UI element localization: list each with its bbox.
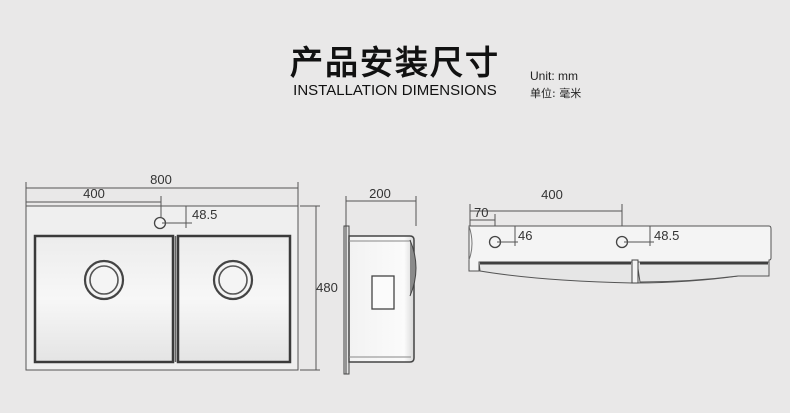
dim-overall-width: 800	[150, 172, 172, 187]
page-title: 产品安装尺寸	[290, 43, 500, 82]
dim-left-hole-drop: 46	[518, 228, 532, 243]
dim-depth: 480	[316, 280, 338, 295]
unit-label-en: Unit: mm	[530, 69, 578, 83]
unit-label-cn: 单位: 毫米	[530, 87, 582, 100]
dim-height: 200	[369, 186, 391, 201]
top-view: 800 400 48.5 480	[25, 172, 338, 371]
side-view: 200	[343, 186, 417, 375]
overflow-slot	[371, 275, 395, 310]
dim-tap-offset: 48.5	[192, 207, 217, 222]
dim-center-width: 400	[541, 187, 563, 202]
back-view: 400 70 46 48.5	[468, 187, 772, 284]
left-drain-icon	[83, 259, 125, 301]
dim-left-offset: 70	[474, 205, 488, 220]
dim-right-hole-drop: 48.5	[654, 228, 679, 243]
right-drain-icon	[212, 259, 254, 301]
page-subtitle: INSTALLATION DIMENSIONS	[293, 82, 497, 99]
dim-half-width: 400	[83, 186, 105, 201]
